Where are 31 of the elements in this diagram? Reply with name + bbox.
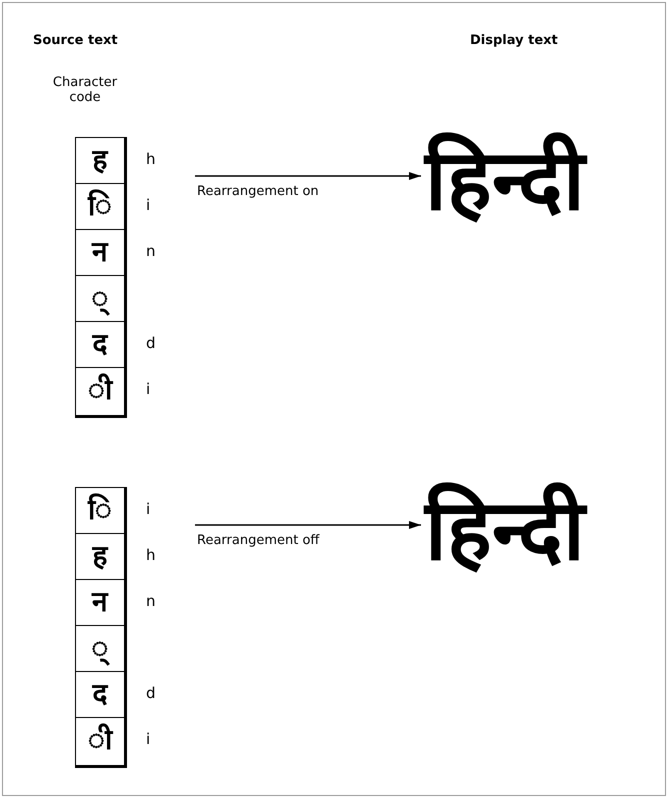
display-text: हिन्दी <box>425 475 585 585</box>
column-heading: Source text <box>33 33 119 48</box>
character-glyph: ि <box>86 492 113 528</box>
edge-label: Rearrangement on <box>197 184 319 199</box>
column-subheading: Character code <box>52 75 118 105</box>
display-text: हिन्दी <box>425 125 585 235</box>
character-glyph: द <box>91 326 110 362</box>
character-code-letter: n <box>146 592 156 610</box>
arrow <box>195 521 421 529</box>
character-glyph: ि <box>86 188 113 224</box>
character-code-letter: h <box>146 546 156 564</box>
character-glyph: ह <box>91 538 110 574</box>
column-heading: Display text <box>470 33 559 48</box>
character-glyph: न <box>90 584 110 620</box>
character-code-letter: i <box>146 380 150 398</box>
character-glyph: ् <box>90 630 111 666</box>
character-glyph: ् <box>90 280 111 316</box>
edge-label: Rearrangement off <box>197 533 320 548</box>
character-code-letter: i <box>146 500 150 518</box>
character-glyph: द <box>91 676 110 712</box>
character-code-letter: i <box>146 196 150 214</box>
character-code-letter: h <box>146 150 156 168</box>
character-code-letter: n <box>146 242 156 260</box>
character-code-letter: i <box>146 730 150 748</box>
character-glyph: न <box>90 234 110 270</box>
arrow <box>195 172 421 180</box>
character-code-letter: d <box>146 684 156 702</box>
character-glyph: ी <box>87 722 114 758</box>
character-glyph: ी <box>87 372 114 408</box>
character-code-letter: d <box>146 334 156 352</box>
character-glyph: ह <box>91 142 110 178</box>
